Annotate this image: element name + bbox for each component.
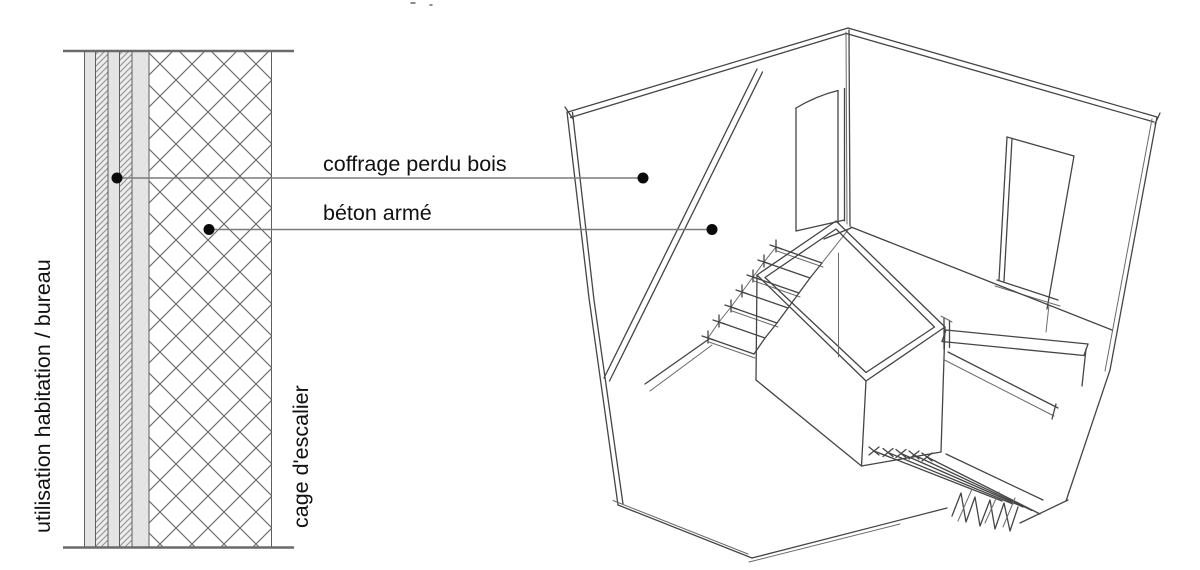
layer-separators (84, 51, 272, 548)
sketch-left-wall (564, 27, 851, 506)
label-utilisation-habitation-bureau: utilisation habitation / bureau (31, 259, 55, 533)
sketch-guardrail (941, 329, 1089, 420)
sketch-door-opening (795, 87, 846, 232)
layer-mid-strip (108, 51, 120, 548)
layer-wood-formwork-outer (95, 51, 108, 548)
layer-finish-strip-outer (85, 51, 96, 548)
wall-section-drawing (63, 49, 294, 549)
leader-dot-coffrage-sketch (637, 172, 649, 184)
sketch-floor-edges (612, 226, 1113, 563)
perspective-sketch (410, 2, 1161, 563)
leader-dot-beton-section (203, 224, 215, 235)
label-cage-escalier: cage d'escalier (289, 385, 313, 528)
layer-reinforced-concrete (149, 51, 272, 548)
sketch-window-opening (994, 136, 1075, 333)
label-coffrage-perdu-bois: coffrage perdu bois (323, 152, 507, 176)
layer-wood-formwork-inner (119, 51, 132, 548)
leader-dot-beton-sketch (706, 224, 718, 235)
annotation-leaders (111, 172, 718, 235)
sketch-stair-flight-up (644, 229, 849, 392)
sketch-stair-shaft-box (755, 220, 953, 467)
layer-finish-strip-inner (132, 51, 149, 548)
sketch-right-wall (845, 27, 1161, 502)
page-artifact-marks (410, 2, 433, 6)
sketch-stair-flight-down (868, 446, 1044, 532)
leader-dot-coffrage-section (111, 172, 123, 184)
sketch-stair-diagonal (603, 68, 764, 382)
label-beton-arme: béton armé (323, 201, 432, 225)
